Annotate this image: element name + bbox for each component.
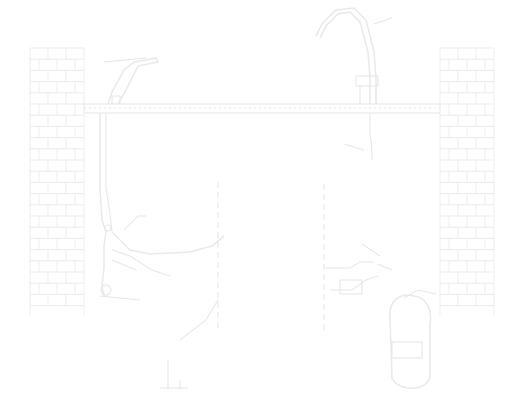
- left-faucet: [103, 57, 160, 105]
- tank-valve-assembly: [326, 243, 393, 295]
- storage-tank: [389, 289, 437, 389]
- right-brick-wall: [439, 47, 495, 315]
- inlet-connector: [111, 215, 225, 277]
- left-brick-wall: [29, 47, 85, 315]
- countertop: [83, 103, 441, 114]
- right-gooseneck-faucet: [315, 7, 393, 105]
- faucet-supply-line: [343, 113, 373, 160]
- drain-marks: [160, 360, 188, 390]
- filter-guides: [179, 182, 325, 341]
- left-supply-pipes: [99, 113, 141, 301]
